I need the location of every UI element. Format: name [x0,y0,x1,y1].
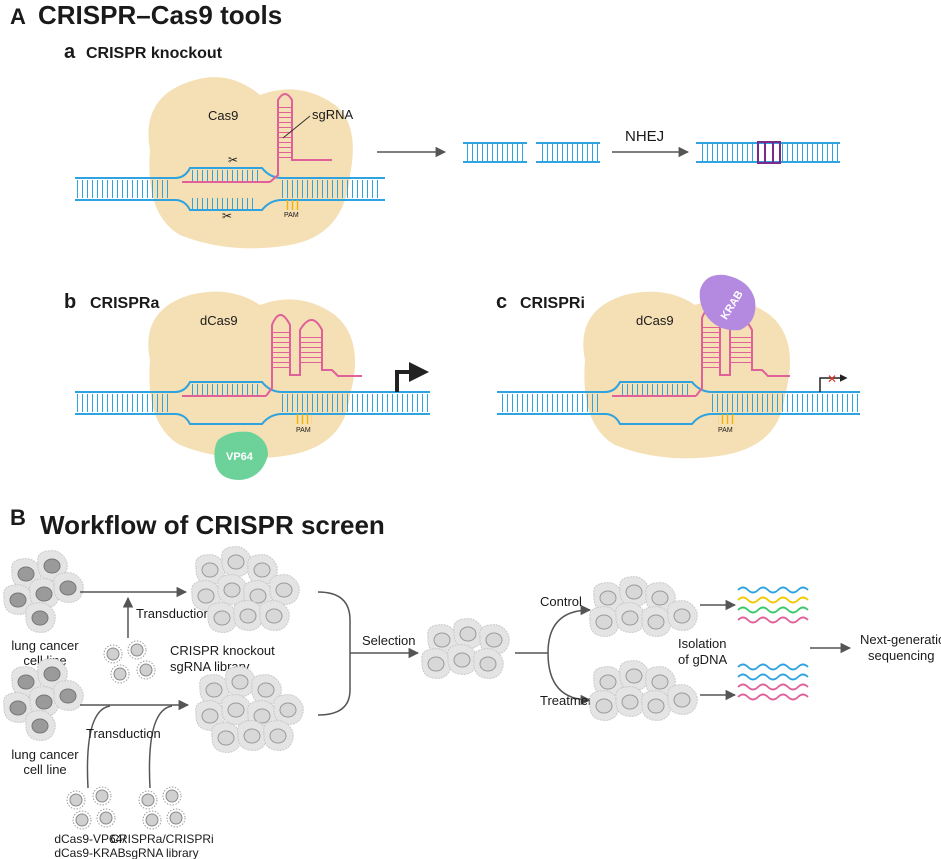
isolation-label: of gDNA [678,652,727,667]
transduced-cells-top [191,546,300,633]
cell-line-label: cell line [23,762,66,777]
subpanel-a-letter: a [64,41,76,63]
dcas9-protein [583,291,790,459]
sequence-reads-treatment [737,663,809,701]
cas9-complex-knockout: PAM ✂ ✂ Cas9 sgRNA [75,77,385,249]
transduction-label: Transduction [86,726,161,741]
arrow-vector-in [86,705,111,789]
merge-bracket [317,591,351,716]
sgrna-hairpin [269,93,332,183]
repaired-dna [696,141,840,164]
panel-a-letter: A [10,4,26,29]
ngs-label: Next-generation [860,632,941,647]
transduced-cells-bottom [195,666,304,753]
panel-a-title: CRISPR–Cas9 tools [38,0,282,30]
arrow-control [547,604,592,654]
selected-cells [421,618,510,679]
transduction-label: Transduction [136,606,211,621]
subpanel-a-title: CRISPR knockout [86,45,223,62]
library-label: CRISPRa/CRISPRi [110,832,213,846]
dcas9-complex-crisprI: PAM dCas9 KRAB ✕ [497,274,860,459]
treatment-label: Treatment [540,693,599,708]
subpanel-c-letter: c [496,291,507,313]
indel-mark [757,141,781,164]
virus-library-top [103,640,156,684]
cleaved-dna [463,142,600,163]
dcas9-label: dCas9 [200,313,238,328]
dcas9-label: dCas9 [636,313,674,328]
transcription-on-arrow [395,362,429,392]
sgrna-label: sgRNA [312,107,354,122]
cell-line-label: lung cancer [11,638,79,653]
dcas9-complex-crispra: PAM dCas9 VP64 [75,291,430,480]
pam-site [285,200,301,210]
transcription-blocked-arrow [819,374,848,392]
pam-label: PAM [284,212,299,219]
vector-label: dCas9-KRAB [54,846,125,859]
subpanel-c-title: CRISPRi [520,295,585,312]
vp64-label: VP64 [226,451,254,463]
control-label: Control [540,594,582,609]
arrow-library-in [148,705,173,789]
library-label: CRISPR knockout [170,643,275,658]
cell-cluster-top [3,550,84,633]
block-x-icon: ✕ [827,372,837,386]
dna-top-strand [75,167,385,179]
library-label: sgRNA library [125,846,198,859]
isolation-label: Isolation [678,636,726,651]
cas9-label: Cas9 [208,108,238,123]
selection-label: Selection [362,633,415,648]
nhej-label: NHEJ [625,128,664,145]
arrow-treatment [547,652,592,706]
panel-b-letter: B [10,505,26,530]
control-cells [589,576,698,637]
sequence-reads-control [737,586,809,624]
treatment-cells [589,660,698,721]
ngs-label: sequencing [868,648,935,663]
scissors-icon: ✂ [228,153,238,167]
cell-cluster-bottom [3,658,84,741]
vp64-domain [214,431,268,480]
virus-library-bottom [138,786,186,830]
pam-label: PAM [718,427,733,434]
pam-label: PAM [296,427,311,434]
virus-vector-bottom [66,786,116,830]
subpanel-b-title: CRISPRa [90,295,159,312]
vector-label: dCas9-VP64/ [54,832,126,846]
cas9-protein [148,77,353,249]
scissors-icon: ✂ [222,209,232,223]
subpanel-b-letter: b [64,291,76,313]
panel-b-title: Workflow of CRISPR screen [40,510,385,540]
krab-domain [699,274,756,331]
cell-line-label: lung cancer [11,747,79,762]
